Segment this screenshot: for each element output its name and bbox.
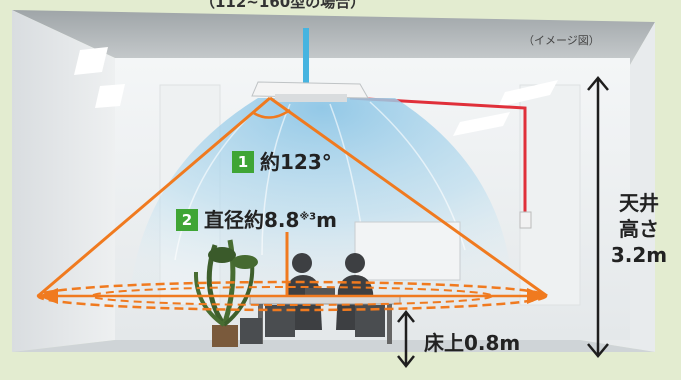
- ceiling-height-label: 天井 高さ 3.2m: [610, 190, 668, 268]
- spread-line-right: [269, 96, 548, 298]
- remote-controller: [519, 211, 532, 229]
- ceiling-light: [498, 80, 558, 107]
- ceiling-light: [453, 112, 510, 136]
- ceiling-height-line-2: 高さ: [619, 217, 659, 241]
- spread-line-left: [37, 96, 271, 298]
- wall-screen: [354, 221, 461, 281]
- wall-panel: [519, 84, 581, 306]
- badge-2: 2: [176, 209, 198, 231]
- angle-text: 約123°: [260, 150, 332, 174]
- floor-height-label: 床上0.8m: [424, 331, 521, 355]
- ceiling: [12, 10, 655, 65]
- ceiling-height-arrow: [587, 76, 609, 358]
- angle-label: 1 約123°: [232, 146, 332, 175]
- cassette-grille: [275, 94, 347, 102]
- ceiling-height-line-3: 3.2m: [610, 243, 668, 267]
- floor: [12, 340, 655, 352]
- drain-pipe: [303, 28, 309, 86]
- refrigerant-pipe: [349, 96, 527, 215]
- ceiling-height-line-1: 天井: [619, 191, 659, 215]
- diameter-arrowheads: [38, 288, 547, 304]
- left-wall: [12, 10, 115, 352]
- diameter-footnote: ※3: [299, 211, 317, 223]
- ceiling-light: [95, 84, 125, 108]
- angle-arc: [251, 108, 291, 119]
- image-note: （イメージ図）: [523, 34, 600, 47]
- chairs: [240, 305, 385, 344]
- ceiling-light: [74, 47, 108, 75]
- diameter-label: 2 直径約8.8※3m: [176, 204, 337, 233]
- header-text: （112~160型の場合）: [200, 0, 366, 11]
- diameter-unit: m: [316, 208, 337, 232]
- floor-height-arrow: [397, 309, 415, 369]
- diameter-text: 直径約8.8: [204, 208, 300, 232]
- badge-1: 1: [232, 151, 254, 173]
